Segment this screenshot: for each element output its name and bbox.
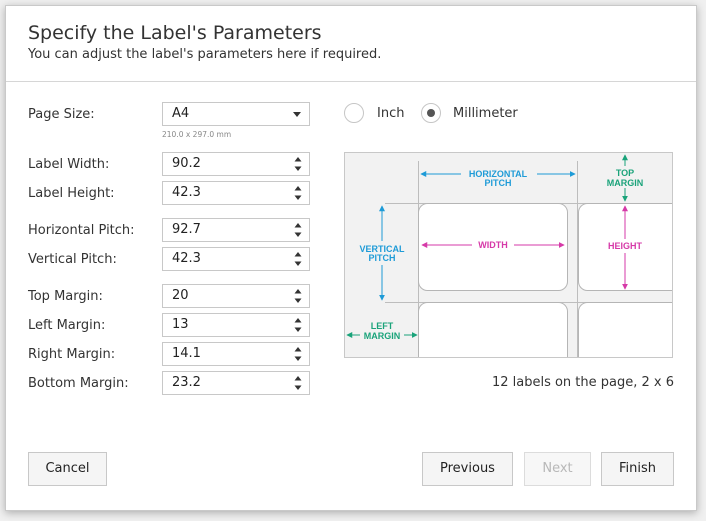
millimeter-radio[interactable] xyxy=(421,103,441,123)
label-width-spinner[interactable]: 90.2 xyxy=(162,152,310,176)
vertical-pitch-label: Vertical Pitch: xyxy=(28,252,117,267)
spinner-arrows-icon[interactable] xyxy=(294,222,302,238)
page-size-select[interactable]: A4 xyxy=(162,102,310,126)
dialog-subtitle: You can adjust the label's parameters he… xyxy=(28,47,382,62)
inch-radio-label[interactable]: Inch xyxy=(377,106,405,121)
right-margin-spinner[interactable]: 14.1 xyxy=(162,342,310,366)
spinner-arrows-icon[interactable] xyxy=(294,375,302,391)
horizontal-pitch-text: PITCH xyxy=(485,178,512,188)
bottom-margin-label: Bottom Margin: xyxy=(28,376,129,391)
horizontal-pitch-value: 92.7 xyxy=(172,222,201,237)
vertical-pitch-spinner[interactable]: 42.3 xyxy=(162,247,310,271)
spinner-arrows-icon[interactable] xyxy=(294,346,302,362)
top-margin-text: MARGIN xyxy=(607,178,644,188)
top-margin-text: TOP xyxy=(616,168,634,178)
top-margin-value: 20 xyxy=(172,288,189,303)
label-cell xyxy=(418,302,568,357)
spinner-arrows-icon[interactable] xyxy=(294,288,302,304)
dialog-title: Specify the Label's Parameters xyxy=(28,22,322,44)
spinner-arrows-icon[interactable] xyxy=(294,317,302,333)
vertical-pitch-text: PITCH xyxy=(369,253,396,263)
left-margin-text: LEFT xyxy=(371,321,394,331)
finish-button[interactable]: Finish xyxy=(601,452,674,486)
left-margin-text: MARGIN xyxy=(364,331,401,341)
label-cell xyxy=(578,302,672,357)
bottom-margin-value: 23.2 xyxy=(172,375,201,390)
horizontal-pitch-text: HORIZONTAL xyxy=(469,169,528,179)
label-height-spinner[interactable]: 42.3 xyxy=(162,181,310,205)
right-margin-value: 14.1 xyxy=(172,346,201,361)
height-text: HEIGHT xyxy=(608,241,643,251)
label-width-label: Label Width: xyxy=(28,157,110,172)
top-margin-label: Top Margin: xyxy=(28,289,103,304)
label-layout-diagram: HORIZONTAL PITCH TOP MARGIN VERTICAL PIT… xyxy=(344,152,673,358)
labels-summary: 12 labels on the page, 2 x 6 xyxy=(491,375,674,390)
spinner-arrows-icon[interactable] xyxy=(294,185,302,201)
header-divider xyxy=(6,81,696,82)
next-button[interactable]: Next xyxy=(524,452,591,486)
page-size-value: A4 xyxy=(172,106,190,121)
previous-button[interactable]: Previous xyxy=(422,452,513,486)
dropdown-arrow-icon xyxy=(293,112,301,117)
vertical-pitch-value: 42.3 xyxy=(172,251,201,266)
cancel-button[interactable]: Cancel xyxy=(28,452,107,486)
vertical-pitch-text: VERTICAL xyxy=(360,244,406,254)
label-height-label: Label Height: xyxy=(28,186,115,201)
left-margin-value: 13 xyxy=(172,317,189,332)
top-margin-spinner[interactable]: 20 xyxy=(162,284,310,308)
horizontal-pitch-spinner[interactable]: 92.7 xyxy=(162,218,310,242)
spinner-arrows-icon[interactable] xyxy=(294,251,302,267)
millimeter-radio-label[interactable]: Millimeter xyxy=(453,106,518,121)
spinner-arrows-icon[interactable] xyxy=(294,156,302,172)
label-height-value: 42.3 xyxy=(172,185,201,200)
label-width-value: 90.2 xyxy=(172,156,201,171)
left-margin-spinner[interactable]: 13 xyxy=(162,313,310,337)
label-parameters-dialog: Specify the Label's Parameters You can a… xyxy=(5,5,697,511)
page-size-dimensions: 210.0 x 297.0 mm xyxy=(162,130,232,139)
width-text: WIDTH xyxy=(478,240,508,250)
page-size-label: Page Size: xyxy=(28,107,95,122)
left-margin-label: Left Margin: xyxy=(28,318,106,333)
right-margin-label: Right Margin: xyxy=(28,347,116,362)
bottom-margin-spinner[interactable]: 23.2 xyxy=(162,371,310,395)
inch-radio[interactable] xyxy=(344,103,364,123)
horizontal-pitch-label: Horizontal Pitch: xyxy=(28,223,135,238)
